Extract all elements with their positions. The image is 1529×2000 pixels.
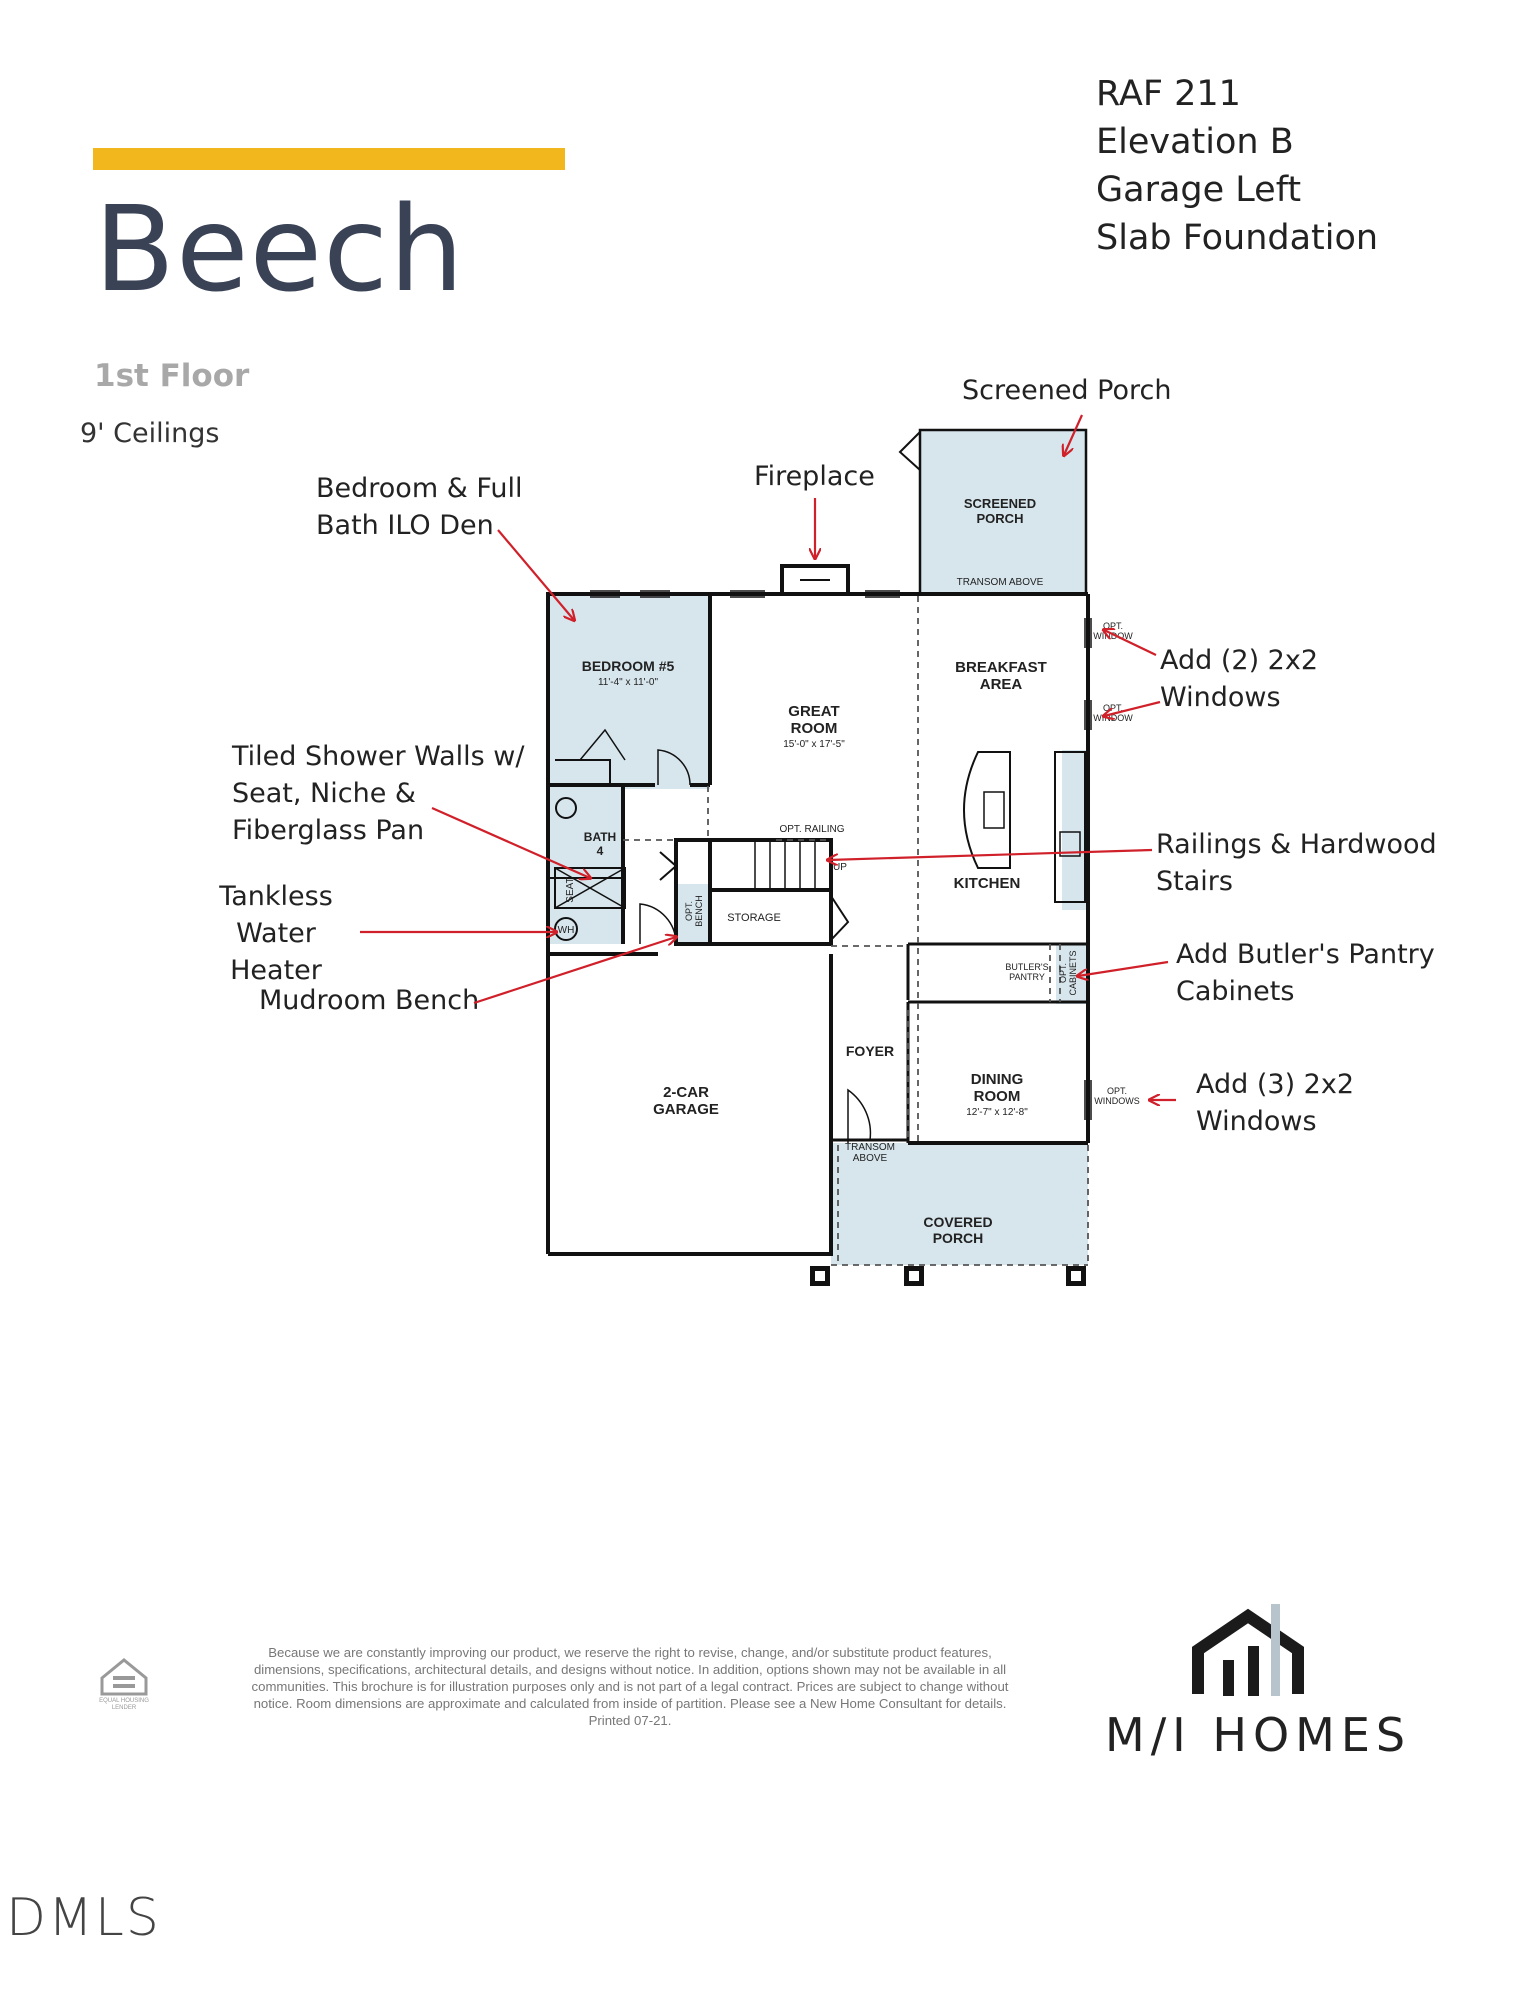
callout-line: Railings & Hardwood [1156,829,1437,860]
callout-windows-3: Add (3) 2x2 Windows [1196,1066,1354,1140]
spec-model: RAF 211 [1096,74,1241,114]
screened-porch-area [920,430,1085,592]
windows [590,590,1092,1120]
mls-watermark: DMLS [6,1888,161,1948]
label-opt-railing: OPT. RAILING [779,824,844,835]
accent-bar [93,148,565,170]
callout-screened-porch: Screened Porch [962,375,1172,406]
label-butlers-2: PANTRY [1009,972,1045,982]
ceiling-height: 9' Ceilings [80,418,220,449]
plan-title: Beech [94,180,465,318]
label-opt-windows-2: WINDOWS [1094,1096,1140,1106]
callout-bedroom-bath: Bedroom & Full Bath ILO Den [316,470,523,544]
label-dining-2: ROOM [974,1088,1021,1105]
equal-housing-text-1: EQUAL HOUSING [99,1698,149,1704]
callout-line: Add (3) 2x2 [1196,1069,1355,1100]
callout-line: Cabinets [1176,976,1295,1007]
label-transom-foyer-2: ABOVE [853,1153,888,1164]
callout-fireplace: Fireplace [754,461,875,492]
kitchen-cabinets-area [1062,750,1086,910]
label-foyer: FOYER [846,1043,894,1059]
bench-area [676,884,709,942]
label-bedroom5: BEDROOM #5 [582,658,675,674]
callout-line: Water Heater [230,918,322,986]
label-transom-top: TRANSOM ABOVE [957,577,1044,588]
label-garage-2: GARAGE [653,1101,719,1118]
callout-windows-2: Add (2) 2x2 Windows [1160,642,1318,716]
label-dining: DINING [971,1071,1024,1088]
callout-line: Bath ILO Den [316,510,494,541]
arrow-window-1 [1104,630,1157,656]
label-screened-porch: SCREENED [964,496,1036,511]
callout-line: Seat, Niche & [232,778,416,809]
label-covered-porch-2: PORCH [933,1230,984,1246]
label-breakfast-2: AREA [980,676,1023,693]
arrow-window-2 [1104,700,1161,716]
label-kitchen: KITCHEN [954,875,1021,892]
callout-line: Fiberglass Pan [232,815,425,846]
callout-line: Add (2) 2x2 [1160,645,1319,676]
dashed-lines [623,596,1089,1266]
callout-line: Tankless [219,881,333,912]
label-opt-window-1b: WINDOW [1093,631,1133,641]
spec-block: RAF 211 Elevation B Garage Left Slab Fou… [1096,70,1378,262]
label-covered-porch: COVERED [923,1214,992,1230]
arrow-shower [431,806,590,878]
callout-railings: Railings & Hardwood Stairs [1156,826,1437,900]
label-opt-bench-2: BENCH [694,895,704,927]
label-opt-windows: OPT. [1107,1086,1127,1096]
label-garage: 2-CAR [663,1084,709,1101]
arrow-mudroom [473,937,676,1005]
callout-butlers: Add Butler's Pantry Cabinets [1176,936,1435,1010]
label-opt-window-1: OPT. [1103,621,1123,631]
label-bath4-2: 4 [597,844,604,858]
spec-garage: Garage Left [1096,170,1302,210]
label-wh: WH [558,925,575,936]
arrow-butlers [1078,960,1169,976]
label-great-room-dims: 15'-0" x 17'-5" [783,739,845,750]
label-transom-foyer: TRANSOM [845,1142,895,1153]
bedroom5-area [550,596,710,789]
arrow-screened-porch [1064,414,1084,455]
callout-line: Bedroom & Full [316,473,523,504]
label-breakfast: BREAKFAST [955,659,1047,676]
label-butlers: BUTLER'S [1005,962,1048,972]
callout-tiled-shower: Tiled Shower Walls w/ Seat, Niche & Fibe… [232,738,525,849]
callout-line: Stairs [1156,866,1233,897]
equal-housing-icon: EQUAL HOUSING LENDER [99,1658,149,1711]
label-opt-bench: OPT. [684,901,694,921]
label-great-room: GREAT [788,703,839,720]
brand-name: M/I HOMES [1105,1708,1412,1762]
mi-homes-logo-icon [1192,1604,1304,1696]
callout-arrows [360,414,1176,1100]
label-bedroom5-dims: 11'-4" x 11'-0" [598,677,658,688]
callout-line: Tiled Shower Walls w/ [232,741,525,772]
label-opt-cabinets-2: CABINETS [1068,950,1078,995]
label-storage: STORAGE [727,912,781,924]
walls [546,428,1090,1256]
callout-line: Windows [1160,682,1281,713]
label-screened-porch-2: PORCH [977,511,1024,526]
spec-foundation: Slab Foundation [1096,218,1379,258]
spec-elevation: Elevation B [1096,122,1294,162]
callout-line: Add Butler's Pantry [1176,939,1435,970]
legal-disclaimer: Because we are constantly improving our … [251,1645,1009,1728]
label-opt-cabinets: OPT. [1058,963,1068,983]
floor-label: 1st Floor [94,358,250,394]
arrow-railings [828,848,1153,860]
covered-porch-area [831,1143,1088,1265]
porch-posts [810,1266,1086,1286]
label-bath4: BATH [584,830,616,844]
label-great-room-2: ROOM [791,720,838,737]
label-up: UP [833,862,847,873]
option-areas [550,430,1088,1265]
arrow-bedroom [497,529,574,620]
label-dining-dims: 12'-7" x 12'-8" [966,1107,1028,1118]
callout-line: Windows [1196,1106,1317,1137]
callout-water-heater: Tankless Water Heater [186,878,366,989]
callout-mudroom: Mudroom Bench [259,985,480,1016]
label-seat: SEAT [565,877,576,902]
equal-housing-text-2: LENDER [112,1705,137,1711]
